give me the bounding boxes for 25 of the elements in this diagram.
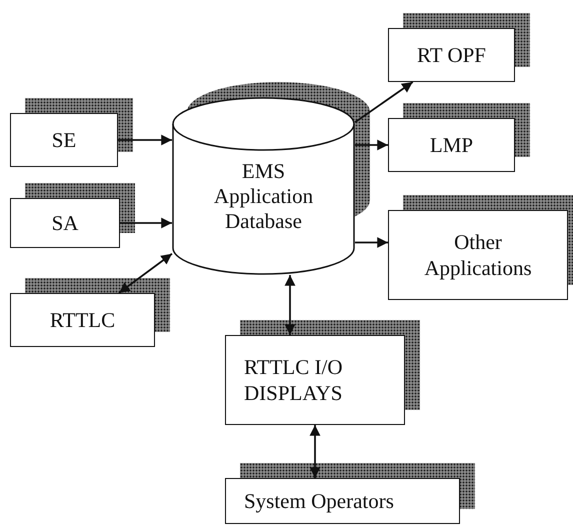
- arrow: [118, 253, 173, 294]
- box-label: RT OPF: [417, 42, 486, 68]
- database-label: EMS Application Database: [212, 159, 314, 235]
- arrow: [118, 134, 172, 146]
- arrow: [355, 237, 388, 248]
- process-box: [388, 210, 568, 300]
- arrow: [310, 425, 320, 478]
- process-box: [388, 118, 515, 172]
- box-label: SA: [52, 210, 78, 236]
- box-label: RTTLC: [50, 306, 116, 334]
- process-box: [225, 335, 405, 425]
- arrow: [284, 275, 296, 335]
- box-label: LMP: [430, 132, 474, 158]
- box-label: System Operators: [244, 488, 394, 514]
- arrow: [120, 218, 172, 228]
- arrow: [354, 81, 414, 123]
- box-label: Other Applications: [423, 228, 533, 282]
- process-box: [10, 113, 118, 167]
- process-box: [10, 198, 120, 248]
- box-label: SE: [52, 126, 76, 154]
- process-box: [225, 478, 460, 524]
- process-box: [10, 293, 155, 347]
- arrow: [355, 140, 388, 150]
- box-label: RTTLC I/O DISPLAYS: [244, 354, 344, 406]
- process-box: [388, 28, 515, 82]
